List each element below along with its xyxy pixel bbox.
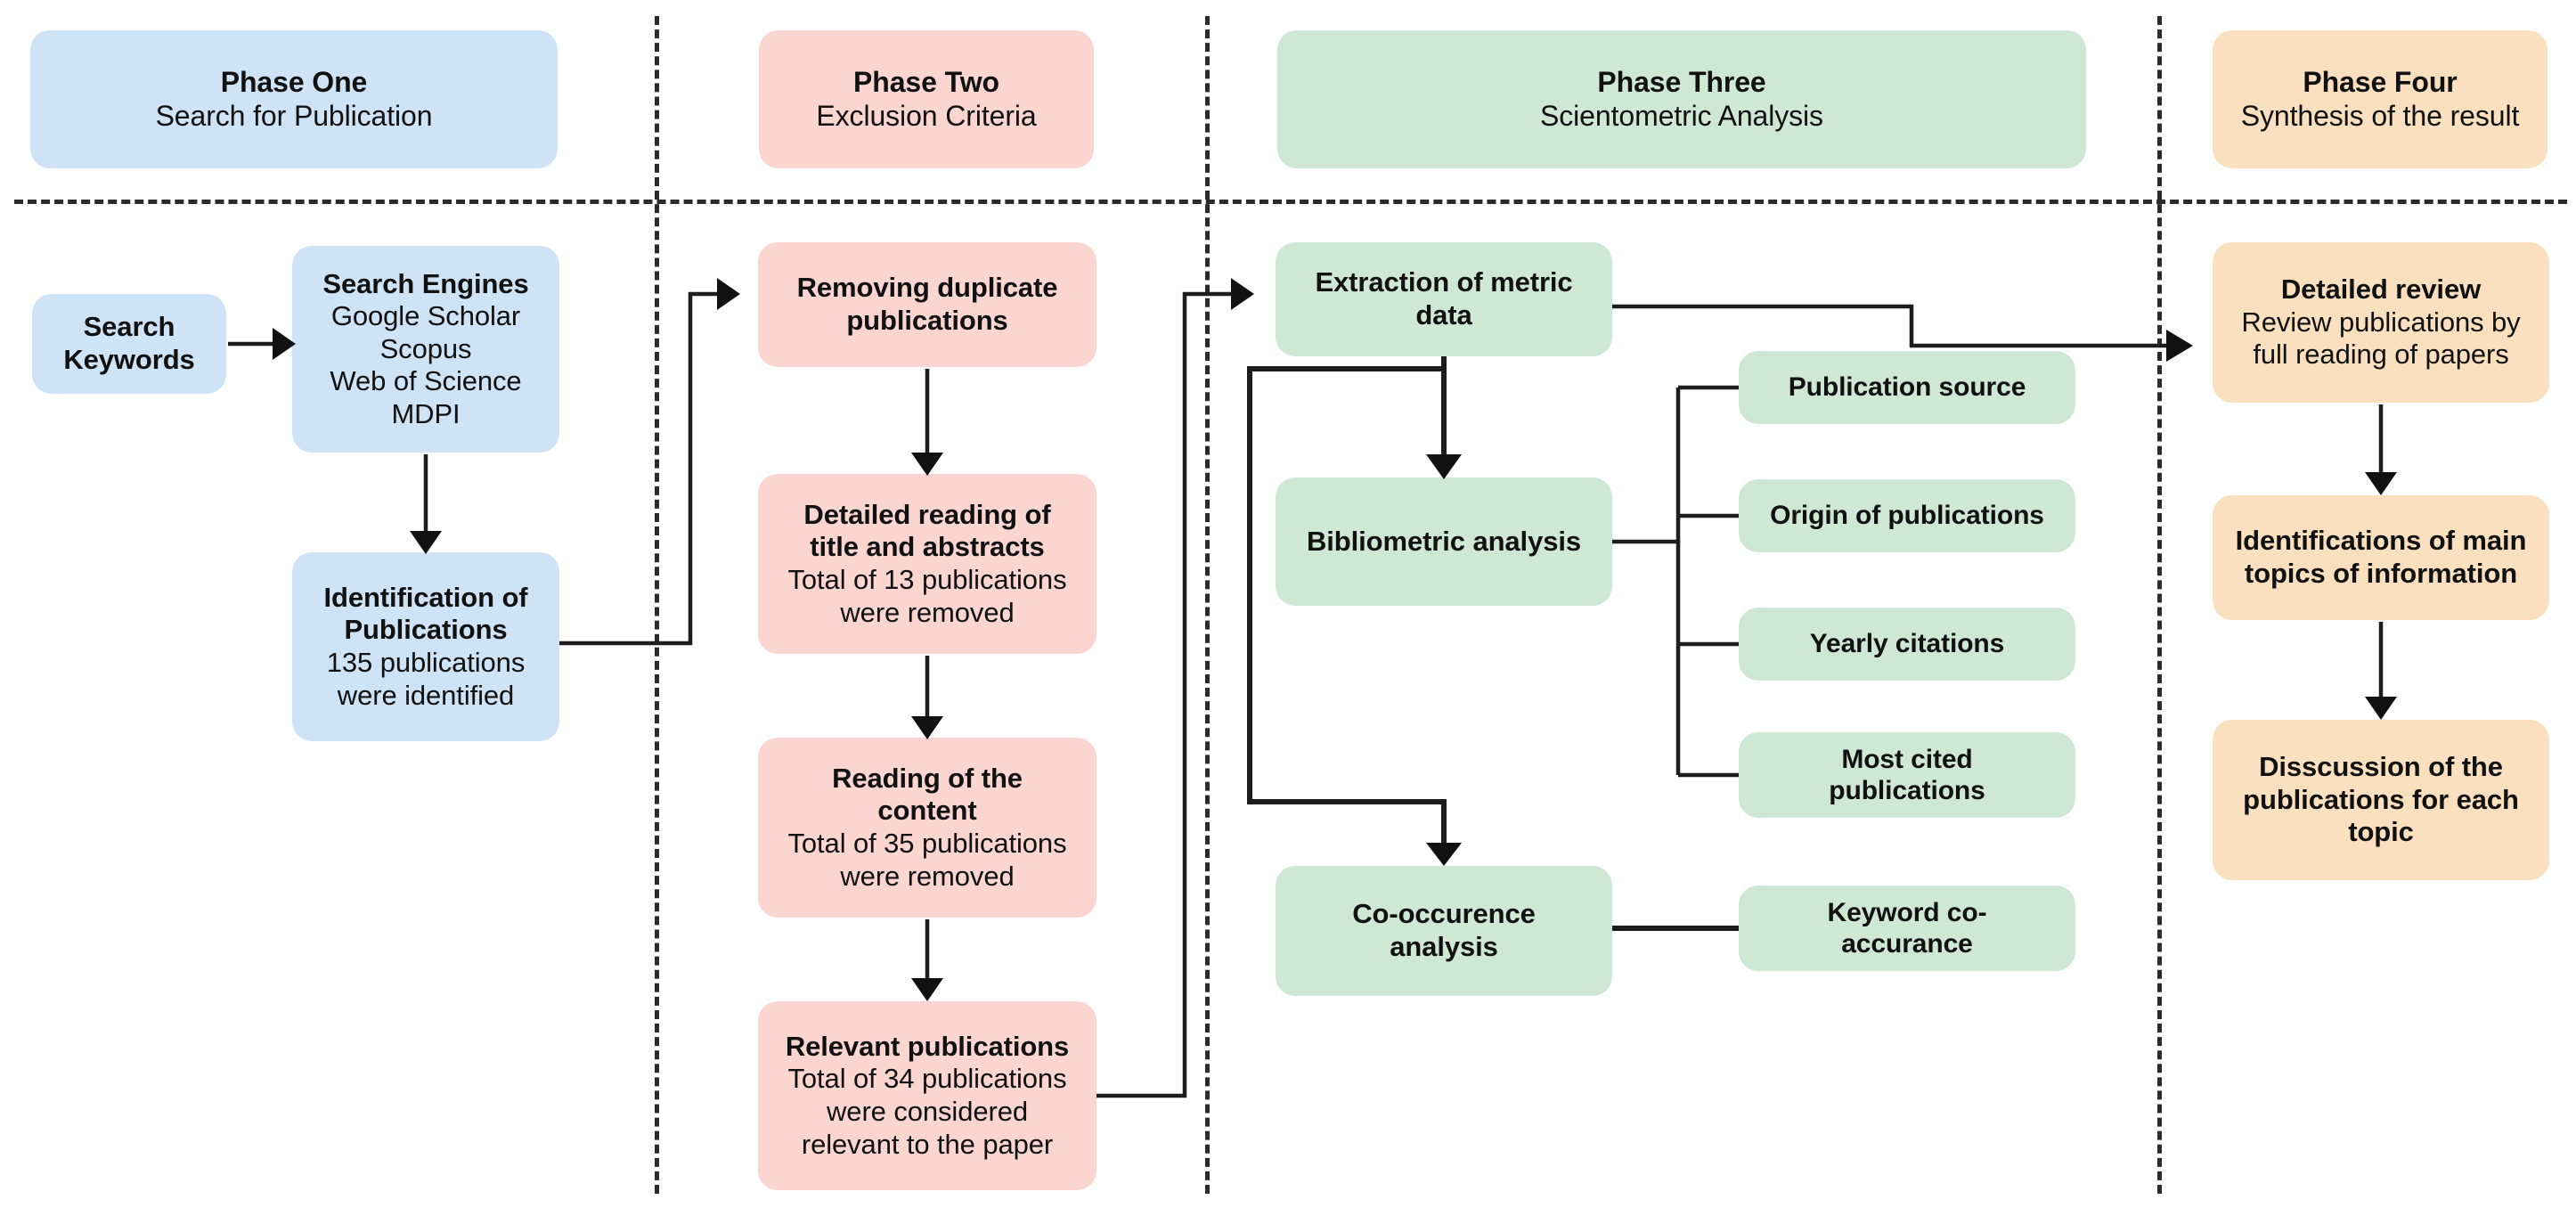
relevant-publications-detail-line2: were considered xyxy=(827,1096,1028,1127)
phase-header-four: Phase Four Synthesis of the result xyxy=(2213,30,2547,168)
origin-of-publications-label: Origin of publications xyxy=(1770,501,2044,531)
connector-detailed-reading-to-reading-content xyxy=(911,656,943,739)
divider-phase-one-two xyxy=(655,16,659,1194)
connector-removing-to-detailed-reading xyxy=(911,369,943,476)
detailed-review-title: Detailed review xyxy=(2280,273,2482,306)
node-identifications-of-main-topics: Identifications of main topics of inform… xyxy=(2213,495,2549,620)
phase-one-subtitle: Search for Publication xyxy=(155,99,433,132)
identification-title-line1: Identification of xyxy=(323,581,528,613)
search-engines-title: Search Engines xyxy=(322,267,529,299)
node-most-cited-publications: Most cited publications xyxy=(1739,732,2075,818)
search-keywords-line2: Keywords xyxy=(63,344,195,375)
connector-keywords-to-engines xyxy=(228,328,296,360)
node-publication-source: Publication source xyxy=(1739,351,2075,424)
bibliometric-label: Bibliometric analysis xyxy=(1306,525,1582,557)
connector-extraction-to-cooccurence xyxy=(1247,356,1462,866)
detailed-reading-detail-line2: were removed xyxy=(840,596,1015,628)
reading-content-title-line2: content xyxy=(877,795,977,827)
removing-duplicates-line1: Removing duplicate xyxy=(796,272,1058,304)
identification-detail-line1: 135 publications xyxy=(326,647,526,678)
keyword-cooccurance-line1: Keyword co- xyxy=(1827,897,1987,927)
most-cited-line1: Most cited xyxy=(1841,744,1973,774)
phase-header-three: Phase Three Scientometric Analysis xyxy=(1277,30,2086,168)
phase-three-title: Phase Three xyxy=(1597,65,1766,98)
reading-content-detail-line2: were removed xyxy=(840,860,1015,892)
node-keyword-cooccurance: Keyword co- accurance xyxy=(1739,885,2075,971)
node-removing-duplicate-publications: Removing duplicate publications xyxy=(758,242,1096,367)
identifications-line2: topics of information xyxy=(2244,558,2518,589)
connector-reading-content-to-relevant xyxy=(911,919,943,1001)
connector-detailed-review-to-identifications xyxy=(2365,404,2397,495)
search-engine-google-scholar: Google Scholar xyxy=(330,300,521,332)
phase-two-subtitle: Exclusion Criteria xyxy=(816,99,1037,132)
relevant-publications-title: Relevant publications xyxy=(785,1030,1070,1062)
detailed-reading-detail-line1: Total of 13 publications xyxy=(787,564,1067,595)
connector-extraction-to-bibliometric xyxy=(1426,356,1462,479)
identification-detail-line2: were identified xyxy=(337,679,515,711)
search-engine-mdpi: MDPI xyxy=(391,397,461,429)
removing-duplicates-line2: publications xyxy=(846,305,1008,336)
node-discussion-of-publications: Disscussion of the publications for each… xyxy=(2213,720,2549,880)
reading-content-title-line1: Reading of the xyxy=(832,762,1023,794)
keyword-cooccurance-line2: accurance xyxy=(1841,929,1973,959)
search-engine-scopus: Scopus xyxy=(379,332,472,364)
node-cooccurence-analysis: Co-occurence analysis xyxy=(1276,866,1612,996)
node-reading-of-the-content: Reading of the content Total of 35 publi… xyxy=(758,738,1096,918)
connector-identifications-to-discussion xyxy=(2365,622,2397,720)
identifications-line1: Identifications of main xyxy=(2235,525,2527,557)
phase-two-title: Phase Two xyxy=(853,65,999,98)
relevant-publications-detail-line1: Total of 34 publications xyxy=(787,1063,1067,1095)
extraction-line2: data xyxy=(1415,299,1472,331)
node-identification-of-publications: Identification of Publications 135 publi… xyxy=(292,552,559,741)
phase-header-two: Phase Two Exclusion Criteria xyxy=(759,30,1094,168)
cooccurence-line1: Co-occurence xyxy=(1352,898,1536,930)
yearly-citations-label: Yearly citations xyxy=(1809,629,2005,659)
node-origin-of-publications: Origin of publications xyxy=(1739,479,2075,552)
divider-phase-three-four xyxy=(2157,16,2162,1194)
detailed-review-detail-line1: Review publications by xyxy=(2241,306,2521,338)
search-keywords-line1: Search xyxy=(83,311,175,343)
identification-title-line2: Publications xyxy=(344,614,508,646)
reading-content-detail-line1: Total of 35 publications xyxy=(787,828,1067,859)
phase-three-subtitle: Scientometric Analysis xyxy=(1540,99,1823,132)
discussion-line2: publications for each xyxy=(2243,783,2519,815)
relevant-publications-detail-line3: relevant to the paper xyxy=(801,1128,1054,1160)
phase-one-title: Phase One xyxy=(220,65,368,98)
cooccurence-line2: analysis xyxy=(1390,931,1498,962)
node-search-engines: Search Engines Google Scholar Scopus Web… xyxy=(292,246,559,453)
discussion-line1: Disscussion of the xyxy=(2259,751,2503,783)
connector-bibliometric-to-children xyxy=(1612,385,1739,778)
node-detailed-review: Detailed review Review publications by f… xyxy=(2213,242,2549,403)
most-cited-line2: publications xyxy=(1829,776,1985,805)
detailed-review-detail-line2: full reading of papers xyxy=(2253,339,2509,371)
node-detailed-reading: Detailed reading of title and abstracts … xyxy=(758,474,1096,654)
publication-source-label: Publication source xyxy=(1788,372,2026,403)
node-extraction-of-metric-data: Extraction of metric data xyxy=(1276,242,1612,356)
node-yearly-citations: Yearly citations xyxy=(1739,608,2075,681)
detailed-reading-title-line1: Detailed reading of xyxy=(803,498,1051,530)
phase-four-subtitle: Synthesis of the result xyxy=(2240,99,2520,132)
detailed-reading-title-line2: title and abstracts xyxy=(810,531,1045,563)
extraction-line1: Extraction of metric xyxy=(1315,266,1573,298)
connector-relevant-to-extraction xyxy=(1096,278,1254,1098)
node-relevant-publications: Relevant publications Total of 34 public… xyxy=(758,1001,1096,1190)
phase-four-title: Phase Four xyxy=(2303,65,2458,98)
divider-phase-two-three xyxy=(1205,16,1210,1194)
node-search-keywords: Search Keywords xyxy=(32,294,226,394)
discussion-line3: topic xyxy=(2348,816,2414,848)
divider-header-body xyxy=(14,200,2567,204)
node-bibliometric-analysis: Bibliometric analysis xyxy=(1276,477,1612,606)
search-engine-web-of-science: Web of Science xyxy=(330,365,522,397)
connector-engines-to-identification xyxy=(410,454,442,554)
connector-identification-to-removing-duplicates xyxy=(559,278,740,646)
phase-header-one: Phase One Search for Publication xyxy=(30,30,558,168)
